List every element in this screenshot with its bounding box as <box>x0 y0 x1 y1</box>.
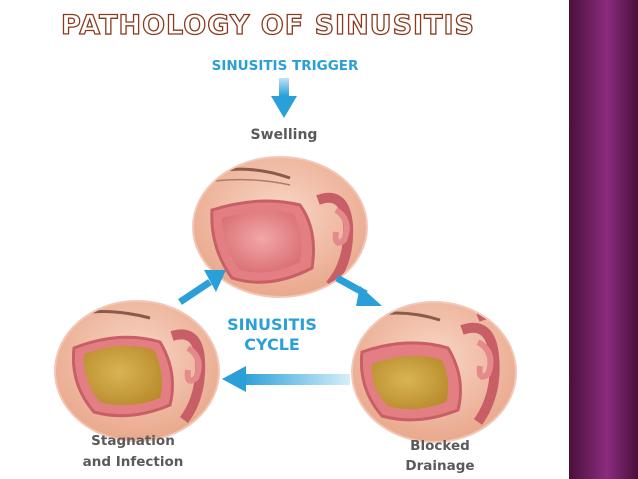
arrow-up-right-icon <box>178 270 226 305</box>
arrow-left-icon <box>222 366 350 392</box>
stage-label-drainage: Drainage <box>405 458 474 474</box>
cycle-label-line1: SINUSITIS <box>227 315 317 334</box>
stage-label-infection: and Infection <box>83 454 184 470</box>
stage-label-blocked: Blocked <box>410 438 470 454</box>
swelling-illustration <box>193 157 367 297</box>
trigger-label: SINUSITIS TRIGGER <box>212 58 359 74</box>
sinusitis-diagram: PATHOLOGY OF SINUSITIS SINUSITIS TRIGGER… <box>54 9 517 474</box>
cycle-label-line2: CYCLE <box>244 335 300 354</box>
blocked-drainage-illustration <box>352 302 516 442</box>
arrow-down-icon <box>271 78 297 118</box>
decorative-side-band <box>569 0 638 479</box>
stage-label-stagnation: Stagnation <box>91 433 175 449</box>
slide-title: PATHOLOGY OF SINUSITIS <box>61 10 475 41</box>
stagnation-infection-illustration <box>55 301 219 441</box>
stage-label-swelling: Swelling <box>251 127 318 143</box>
arrow-down-right-icon <box>335 274 382 306</box>
